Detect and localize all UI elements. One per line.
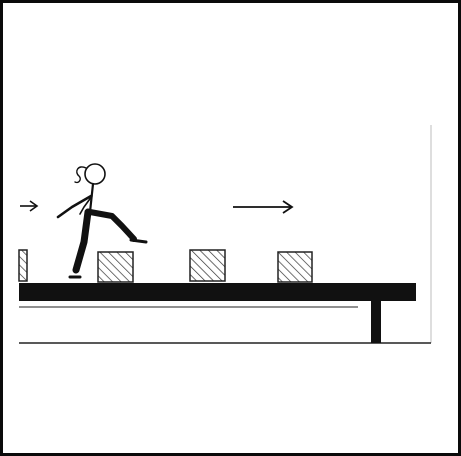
right-arrow-icon xyxy=(233,201,292,213)
foot-raised xyxy=(131,240,146,242)
right-arrow-icon xyxy=(20,201,37,211)
leg-support xyxy=(76,212,88,270)
beam xyxy=(19,283,416,343)
head xyxy=(85,164,105,184)
obstacle-box xyxy=(190,250,225,281)
obstacle-partial xyxy=(19,250,27,281)
beam-leg xyxy=(371,301,381,343)
leg-raised xyxy=(90,212,134,239)
obstacle-box xyxy=(98,252,133,282)
obstacle-box xyxy=(278,252,312,282)
